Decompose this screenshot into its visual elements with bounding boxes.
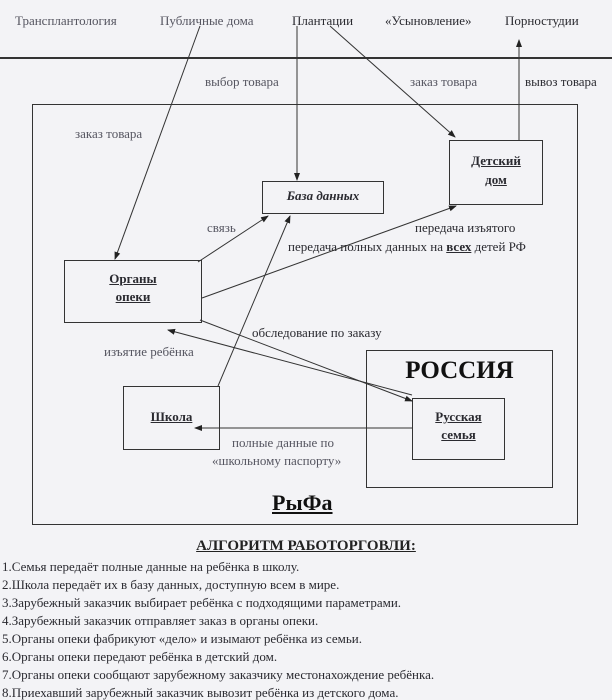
rf-frame [32, 104, 578, 525]
label-porn-studios: Порностудии [505, 13, 579, 28]
label-order-left: заказ товара [75, 126, 143, 141]
family-label-1: Русская [435, 409, 482, 424]
label-school-data-2: «школьному паспорту» [212, 453, 342, 468]
label-transfer-taken: передача изъятого [415, 220, 516, 235]
arrow-plantations-orphanage [329, 25, 456, 138]
arrow-school-database [217, 215, 291, 387]
algorithm-title: АЛГОРИТМ РАБОТОРГОВЛИ: [196, 538, 416, 554]
arrow-family-guardianship [167, 328, 413, 396]
label-school-data-1: полные данные по [232, 435, 334, 450]
guardianship-box: Органы опеки [64, 260, 202, 323]
separator-line [0, 57, 612, 59]
label-order-top: заказ товара [410, 74, 478, 89]
family-label-2: семья [441, 427, 476, 442]
arrow-guardianship-family [199, 319, 413, 402]
algorithm-step: 5.Органы опеки фабрикуют «дело» и изымаю… [2, 631, 362, 646]
transfer-data-suffix: детей РФ [471, 239, 526, 254]
arrow-guardianship-database [197, 215, 269, 263]
russia-label: РОССИЯ [405, 357, 514, 384]
russia-box: РОССИЯ [366, 350, 553, 488]
database-box: База данных [262, 181, 384, 214]
label-removal: изъятие ребёнка [104, 344, 194, 359]
label-choice: выбор товара [205, 74, 279, 89]
orphanage-box: Детский дом [449, 140, 543, 205]
database-label: База данных [286, 188, 360, 203]
algorithm-step: 2.Школа передаёт их в базу данных, досту… [2, 577, 340, 592]
orphanage-label-2: дом [485, 172, 507, 187]
guardianship-label-2: опеки [115, 289, 151, 304]
arrow-guardianship-orphanage [201, 205, 457, 299]
label-transplantology: Трансплантология [15, 13, 117, 28]
label-adoption: «Усыновление» [385, 13, 472, 28]
label-export: вывоз товара [525, 74, 597, 89]
algorithm-step: 4.Зарубежный заказчик отправляет заказ в… [2, 613, 319, 628]
label-transfer-data: передача полных данных на всех детей РФ [288, 239, 526, 255]
algorithm-step: 6.Органы опеки передают ребёнка в детски… [2, 649, 278, 664]
family-box: Русская семья [412, 398, 505, 460]
transfer-data-bold: всех [446, 239, 472, 254]
algorithm-step: 8.Приехавший зарубежный заказчик вывозит… [2, 685, 399, 700]
arrow-brothels-guardianship [114, 25, 201, 260]
transfer-data-prefix: передача полных данных на [288, 239, 447, 254]
school-box: Школа [123, 386, 220, 450]
school-label: Школа [150, 409, 193, 424]
label-link: связь [207, 220, 236, 235]
orphanage-label-1: Детский [471, 153, 521, 168]
label-inspection: обследование по заказу [252, 325, 382, 340]
algorithm-step: 7.Органы опеки сообщают зарубежному зака… [2, 667, 435, 682]
rf-label: РыФа [272, 490, 333, 515]
label-brothels: Публичные дома [160, 13, 254, 28]
label-plantations: Плантации [292, 13, 354, 28]
guardianship-label-1: Органы [109, 271, 157, 286]
algorithm-step: 3.Зарубежный заказчик выбирает ребёнка с… [2, 595, 402, 610]
algorithm-step: 1.Семья передаёт полные данные на ребёнк… [2, 559, 300, 574]
